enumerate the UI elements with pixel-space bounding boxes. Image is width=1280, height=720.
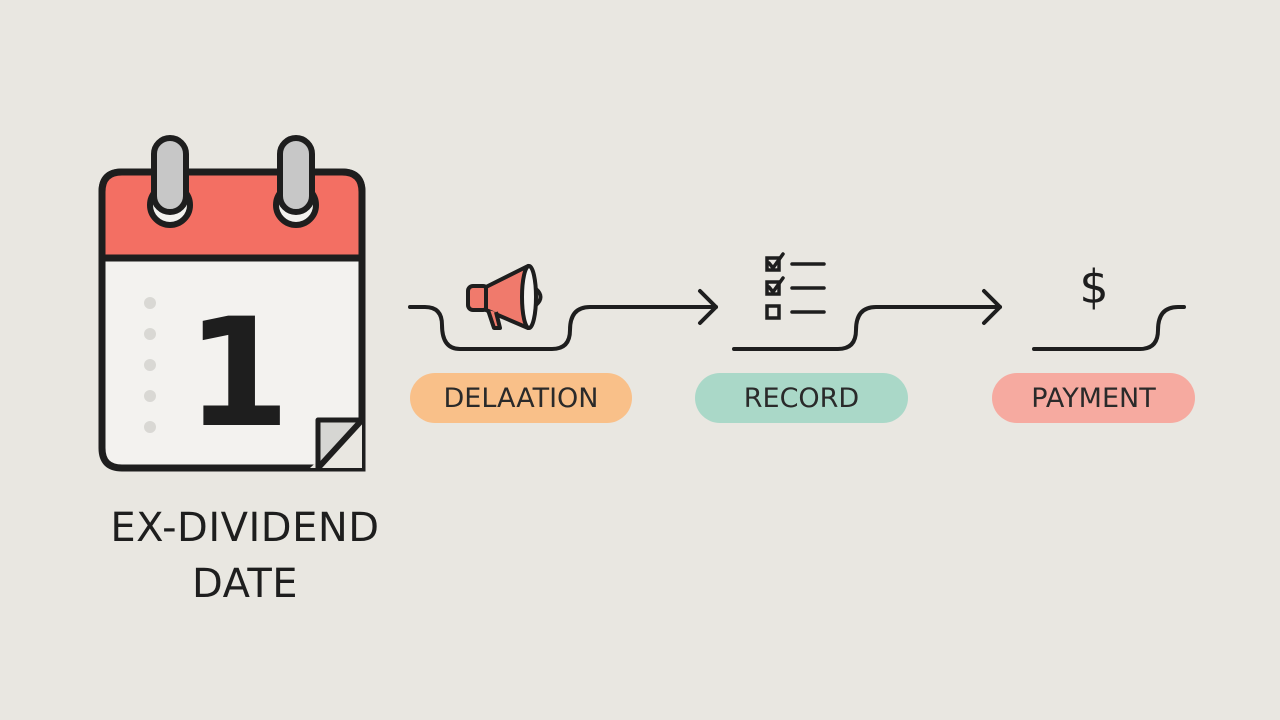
megaphone-icon: [466, 264, 543, 330]
checklist-icon: [765, 252, 826, 320]
step-label: DELAATION: [443, 382, 599, 414]
calendar-day-number: 1: [186, 287, 290, 461]
step-declaration-pill: DELAATION: [410, 373, 632, 423]
step-record-pill: RECORD: [695, 373, 908, 423]
caption-line-2: DATE: [191, 561, 299, 607]
arrow-head-icon: [982, 289, 1002, 325]
calendar-dots: [144, 297, 156, 433]
ex-dividend-caption: EX-DIVIDEND DATE: [80, 500, 410, 612]
calendar-header: [98, 168, 366, 262]
dollar-icon: $: [1079, 260, 1109, 314]
caption-line-1: EX-DIVIDEND: [110, 505, 380, 551]
step-label: RECORD: [743, 382, 860, 414]
timeline-connector: [408, 289, 1186, 351]
step-payment-pill: PAYMENT: [992, 373, 1195, 423]
calendar-ring-right: [273, 135, 319, 228]
step-label: PAYMENT: [1031, 382, 1156, 414]
arrow-head-icon: [698, 289, 718, 325]
calendar-icon: 1: [98, 135, 366, 472]
calendar-ring-left: [147, 135, 193, 228]
